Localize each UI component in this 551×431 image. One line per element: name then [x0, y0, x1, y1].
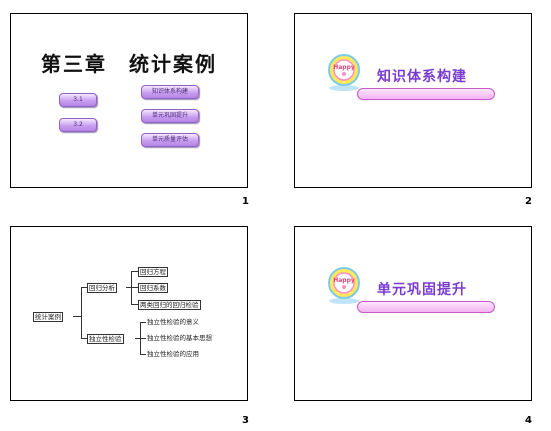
- leaf-node: 独立性检验的应用: [146, 350, 200, 358]
- unit-assessment-button[interactable]: 单元质量评估: [141, 133, 199, 147]
- connector: [140, 322, 146, 323]
- leaf-node: 回归方程: [138, 267, 168, 277]
- badge-text: Happy: [333, 64, 355, 71]
- connector: [140, 338, 146, 339]
- connector: [73, 316, 81, 317]
- slide-thumbnail-4[interactable]: Happy 单元巩固提升: [294, 226, 532, 401]
- root-node: 统计案例: [33, 312, 63, 322]
- connector: [140, 354, 146, 355]
- slide-thumbnail-2[interactable]: Happy 知识体系构建: [294, 13, 532, 188]
- connector: [126, 287, 131, 288]
- slide-thumbnail-1[interactable]: 第三章 统计案例 3.1 3.2 知识体系构建 单元巩固提升 单元质量评估: [10, 13, 248, 188]
- happy-badge-icon: Happy: [328, 54, 360, 91]
- leaf-node: 回归系数: [138, 283, 168, 293]
- chapter-title: 第三章 统计案例: [41, 52, 217, 76]
- knowledge-system-button[interactable]: 知识体系构建: [141, 85, 199, 99]
- leaf-node: 独立性检验的基本思想: [146, 334, 213, 342]
- connector: [135, 338, 140, 339]
- slide-thumbnail-3[interactable]: 统计案例 回归分析 回归方程 回归系数 两类回归的回归检验 独立性检验 独立性检…: [10, 226, 248, 401]
- title-underline-bar: [357, 88, 495, 100]
- branch-node-regression: 回归分析: [87, 283, 117, 293]
- connector: [81, 287, 82, 339]
- connector: [131, 271, 138, 272]
- happy-badge-icon: Happy: [328, 267, 360, 304]
- title-underline-bar: [357, 301, 495, 313]
- branch-node-independence: 独立性检验: [87, 334, 124, 344]
- section-title: 单元巩固提升: [377, 282, 467, 298]
- slide-number-3: 3: [242, 415, 249, 426]
- slide-number-1: 1: [242, 196, 249, 207]
- connector: [131, 287, 138, 288]
- connector: [81, 338, 87, 339]
- connector: [81, 287, 87, 288]
- leaf-node: 独立性检验的意义: [146, 318, 200, 326]
- unit-consolidation-button[interactable]: 单元巩固提升: [141, 109, 199, 123]
- section-title: 知识体系构建: [377, 69, 467, 85]
- slide-number-2: 2: [525, 196, 532, 207]
- section-3-1-button[interactable]: 3.1: [59, 93, 97, 107]
- leaf-node: 两类回归的回归检验: [138, 300, 201, 310]
- badge-text: Happy: [333, 277, 355, 284]
- section-3-2-button[interactable]: 3.2: [59, 118, 97, 132]
- slide-number-4: 4: [525, 415, 532, 426]
- connector: [131, 304, 138, 305]
